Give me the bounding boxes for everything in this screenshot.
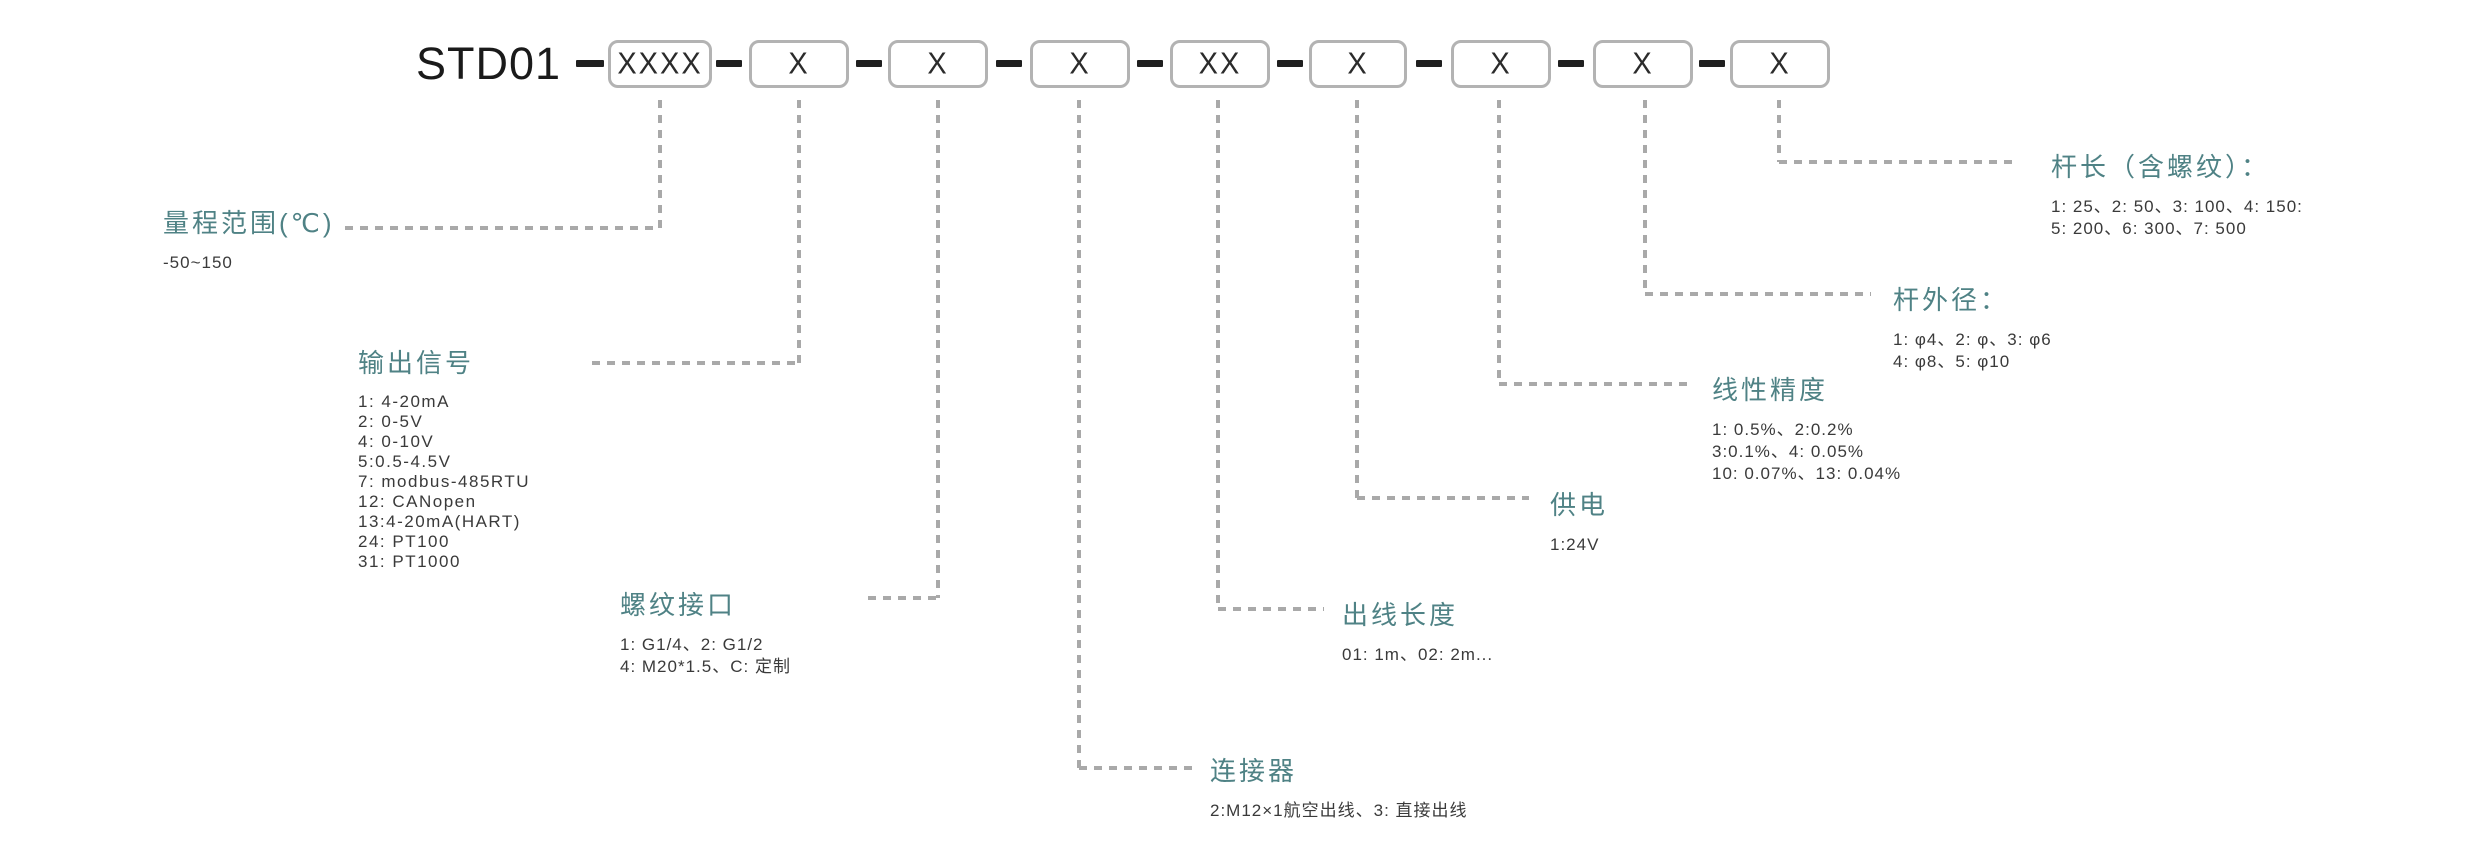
leader-v-cable-length [1216, 100, 1220, 609]
option-line: 13:4-20mA(HART) [358, 512, 521, 531]
feature-measuring-range: 量程范围(℃) -50~150 [163, 206, 335, 274]
feature-rod-outer-diameter: 杆外径： 1: φ4、2: φ、3: φ6 4: φ8、5: φ10 [1893, 283, 2052, 373]
feature-title: 供电 [1550, 490, 1609, 520]
code-segment-box-7: X [1451, 40, 1551, 88]
code-segment-value: X [1069, 46, 1091, 81]
code-segment-value: XXXX [617, 46, 703, 81]
feature-title: 量程范围(℃) [163, 208, 335, 238]
option-line: 5:0.5-4.5V [358, 452, 452, 471]
code-segment-box-4: X [1030, 40, 1130, 88]
code-separator-dash [1558, 60, 1584, 67]
code-separator-dash [1416, 60, 1442, 67]
code-separator-dash [716, 60, 742, 67]
option-line: 5: 200、6: 300、7: 500 [2051, 219, 2247, 238]
code-segment-value: XX [1198, 46, 1242, 81]
feature-rod-length: 杆长（含螺纹）： 1: 25、2: 50、3: 100、4: 150: 5: 2… [2051, 150, 2303, 240]
option-line: 2: 0-5V [358, 412, 424, 431]
leader-h-output-signal [592, 361, 799, 365]
leader-h-power-supply [1357, 496, 1529, 500]
feature-title: 线性精度 [1712, 375, 1829, 405]
feature-power-supply: 供电 1:24V [1550, 488, 1608, 556]
option-line: 12: CANopen [358, 492, 477, 511]
feature-title: 连接器 [1210, 756, 1298, 786]
leader-h-cable-length [1218, 607, 1324, 611]
feature-output-signal: 输出信号 1: 4-20mA 2: 0-5V 4: 0-10V 5:0.5-4.… [358, 346, 530, 572]
leader-h-connector [1079, 766, 1193, 770]
code-segment-box-5: XX [1170, 40, 1270, 88]
code-segment-value: X [1769, 46, 1791, 81]
option-line: 7: modbus-485RTU [358, 472, 531, 491]
option-line: 4: M20*1.5、C: 定制 [620, 657, 791, 676]
code-separator-dash [996, 60, 1022, 67]
feature-linearity-accuracy: 线性精度 1: 0.5%、2:0.2% 3:0.1%、4: 0.05% 10: … [1712, 373, 1901, 485]
code-separator-dash [856, 60, 882, 67]
leader-v-connector [1077, 100, 1081, 768]
code-separator-dash [1277, 60, 1303, 67]
option-line: 1:24V [1550, 535, 1600, 554]
feature-title: 杆外径： [1893, 285, 2010, 315]
feature-title: 输出信号 [358, 348, 475, 378]
code-separator-dash [1699, 60, 1725, 67]
option-line: 1: G1/4、2: G1/2 [620, 635, 764, 654]
option-line: 4: 0-10V [358, 432, 435, 451]
option-line: 1: 25、2: 50、3: 100、4: 150: [2051, 197, 2303, 216]
code-separator-dash [1137, 60, 1163, 67]
leader-v-power-supply [1355, 100, 1359, 498]
option-line: 1: φ4、2: φ、3: φ6 [1893, 330, 2052, 349]
option-line: 31: PT1000 [358, 552, 461, 571]
option-line: 1: 0.5%、2:0.2% [1712, 420, 1854, 439]
feature-connector: 连接器 2:M12×1航空出线、3: 直接出线 [1210, 754, 1468, 822]
code-segment-value: X [927, 46, 949, 81]
option-line: 10: 0.07%、13: 0.04% [1712, 464, 1902, 483]
feature-title: 杆长（含螺纹）： [2051, 152, 2271, 182]
code-segment-box-2: X [749, 40, 849, 88]
leader-h-thread-interface [868, 596, 938, 600]
code-segment-box-3: X [888, 40, 988, 88]
leader-h-linearity-accuracy [1499, 382, 1687, 386]
option-line: 2:M12×1航空出线、3: 直接出线 [1210, 801, 1468, 820]
option-line: 01: 1m、02: 2m... [1342, 645, 1494, 664]
leader-h-measuring-range [345, 226, 660, 230]
feature-title: 出线长度 [1342, 600, 1459, 630]
feature-cable-length: 出线长度 01: 1m、02: 2m... [1342, 598, 1493, 666]
code-segment-box-8: X [1593, 40, 1693, 88]
code-segment-box-1: XXXX [608, 40, 712, 88]
leader-v-rod-outer-diameter [1643, 100, 1647, 294]
code-segment-value: X [1632, 46, 1654, 81]
feature-thread-interface: 螺纹接口 1: G1/4、2: G1/2 4: M20*1.5、C: 定制 [620, 588, 791, 678]
code-segment-value: X [1347, 46, 1369, 81]
option-line: -50~150 [163, 253, 233, 272]
leader-v-measuring-range [658, 100, 662, 228]
code-segment-box-9: X [1730, 40, 1830, 88]
option-line: 1: 4-20mA [358, 392, 450, 411]
leader-v-output-signal [797, 100, 801, 363]
leader-v-rod-length [1777, 100, 1781, 162]
code-separator-dash [576, 60, 604, 67]
code-segment-value: X [788, 46, 810, 81]
option-line: 3:0.1%、4: 0.05% [1712, 442, 1865, 461]
leader-h-rod-outer-diameter [1645, 292, 1871, 296]
option-line: 24: PT100 [358, 532, 450, 551]
leader-h-rod-length [1779, 160, 2019, 164]
code-segment-value: X [1490, 46, 1512, 81]
leader-v-thread-interface [936, 100, 940, 598]
model-prefix: STD01 [416, 38, 562, 89]
feature-title: 螺纹接口 [620, 590, 737, 620]
option-line: 4: φ8、5: φ10 [1893, 352, 2011, 371]
code-segment-box-6: X [1309, 40, 1407, 88]
leader-v-linearity-accuracy [1497, 100, 1501, 384]
